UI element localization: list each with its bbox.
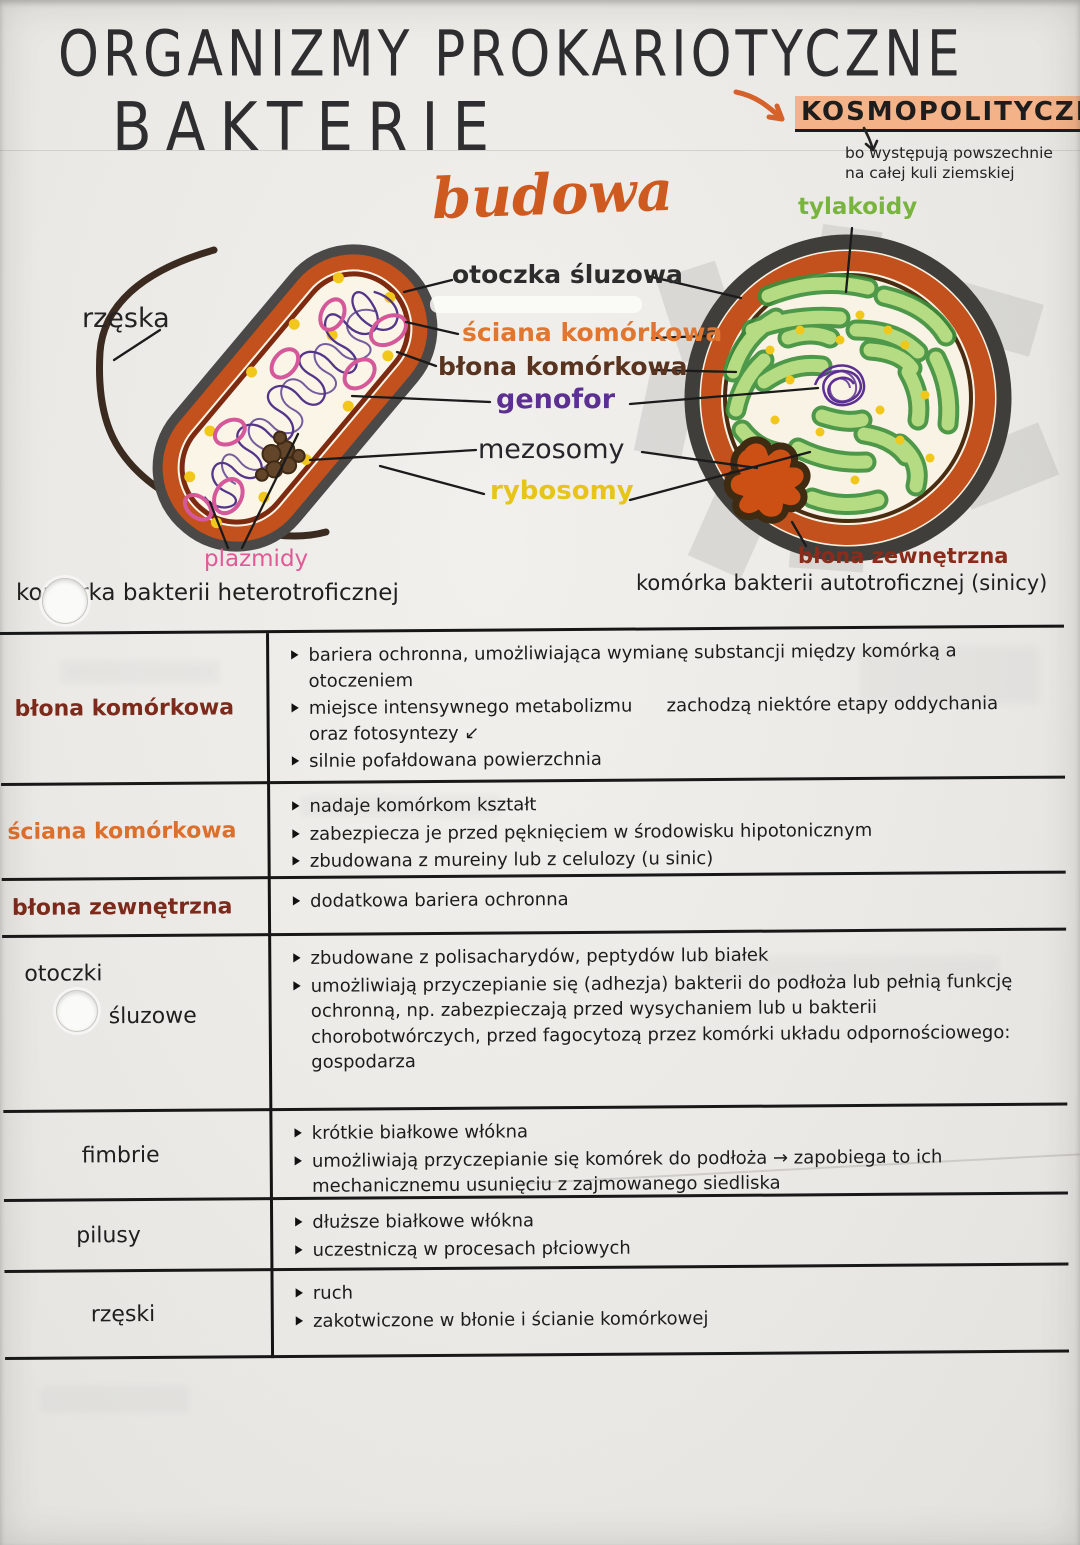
page-title: ORGANIZMY PROKARIOTYCZNE bbox=[58, 18, 964, 92]
bullet-icon: ▶ bbox=[293, 977, 301, 992]
note-point: silnie pofałdowana powierzchnia bbox=[309, 748, 602, 773]
bullet-icon: ▶ bbox=[294, 1152, 303, 1167]
term-sciana-komorkowa: ściana komórkowa bbox=[7, 817, 237, 845]
row-content: ▶ krótkie białkowe włókna ▶ umożliwiają pr… bbox=[269, 1106, 1068, 1198]
row-content: ▶ nadaje komórkom kształt ▶ zabezpiecza je… bbox=[267, 779, 1066, 877]
bullet-icon: ▶ bbox=[292, 797, 300, 812]
plasmid-rings bbox=[182, 297, 408, 522]
bullet-icon: ▶ bbox=[295, 1241, 303, 1256]
left-bacterium bbox=[152, 244, 438, 552]
bacteria-diagram bbox=[95, 89, 1060, 579]
orange-arrow-icon bbox=[733, 89, 785, 122]
bullet-icon: ▶ bbox=[291, 753, 300, 768]
bullet-icon: ▶ bbox=[294, 1124, 302, 1139]
row-content: ▶ ruch ▶ zakotwiczone w błonie i ścianie k… bbox=[270, 1266, 1069, 1356]
row-content: ▶ dodatkowa bariera ochronna bbox=[268, 874, 1066, 934]
note-point: zbudowana z mureiny lub z celulozy (u si… bbox=[309, 848, 714, 872]
genofor-scribble bbox=[813, 364, 866, 407]
faint-rule-line bbox=[0, 150, 1080, 151]
note-point: miejsce intensywnego metabolizmu zachodz… bbox=[308, 693, 1004, 745]
bullet-icon: ▶ bbox=[292, 853, 300, 868]
term-fimbrie: fimbrie bbox=[81, 1142, 160, 1168]
note-point: ruch bbox=[312, 1282, 354, 1304]
label-otoczka-sluzowa: otoczka śluzowa bbox=[452, 260, 683, 289]
note-point: zakotwiczone w błonie i ścianie komórkow… bbox=[312, 1307, 709, 1332]
bleed-through-mark bbox=[860, 645, 1040, 705]
correction-tape bbox=[430, 296, 642, 313]
table-row-blona-zewnetrzna: błona zewnętrzna ▶ dodatkowa bariera ochr… bbox=[1, 873, 1067, 938]
down-arrow-icon bbox=[862, 126, 879, 152]
term-pilusy: pilusy bbox=[76, 1222, 141, 1248]
bleed-through-mark bbox=[700, 955, 1000, 981]
note-point: nadaje komórkom kształt bbox=[309, 794, 537, 817]
bleed-through-mark bbox=[60, 660, 220, 684]
table-row-pilusy: pilusy ▶ dłuższe białkowe włókna ▶ uczestn… bbox=[3, 1194, 1069, 1273]
label-genofor: genofor bbox=[496, 384, 616, 415]
bleed-through-mark bbox=[40, 1385, 190, 1413]
bullet-icon: ▶ bbox=[292, 825, 300, 840]
table-row-otoczki-sluzowe: otoczki śluzowe ▶ zbudowane z polisachary… bbox=[2, 930, 1068, 1113]
note-line: bo występują powszechnie bbox=[845, 144, 1053, 162]
bullet-icon: ▶ bbox=[291, 700, 299, 715]
kosmopolityczne-note: bo występują powszechnie na całej kuli z… bbox=[845, 143, 1053, 183]
bullet-icon: ▶ bbox=[295, 1284, 303, 1299]
note-point: zbudowane z polisacharydów, peptydów lub… bbox=[310, 944, 769, 969]
notes-table: błona komórkowa ▶ bariera ochronna, umożl… bbox=[0, 624, 1070, 1360]
punch-hole bbox=[42, 578, 88, 624]
label-blona-zewnetrzna: błona zewnętrzna bbox=[798, 544, 1009, 568]
caption-autotrophic-cell: komórka bakterii autotroficznej (sinicy) bbox=[636, 571, 1048, 595]
page-subtitle: BAKTERIE bbox=[112, 88, 504, 167]
term-rzeski: rzęski bbox=[90, 1301, 156, 1327]
note-point: umożliwiają przyczepianie się komórek do… bbox=[311, 1145, 949, 1197]
punch-hole bbox=[56, 990, 98, 1032]
label-mezosomy: mezosomy bbox=[478, 434, 625, 465]
bullet-icon: ▶ bbox=[293, 949, 301, 964]
right-bacterium bbox=[684, 234, 1012, 562]
note-point: dodatkowa bariera ochronna bbox=[310, 889, 569, 912]
label-sciana-komorkowa: ściana komórkowa bbox=[462, 318, 723, 347]
mesosome-blob bbox=[254, 430, 306, 482]
connector-lines bbox=[112, 226, 854, 550]
table-row-blona-komorkowa: błona komórkowa ▶ bariera ochronna, umożl… bbox=[0, 627, 1066, 786]
label-tylakoidy: tylakoidy bbox=[798, 194, 918, 220]
note-point: uczestniczą w procesach płciowych bbox=[312, 1237, 631, 1261]
row-content: ▶ zbudowane z polisacharydów, peptydów lu… bbox=[268, 931, 1067, 1109]
table-row-rzeski: rzęski ▶ ruch ▶ zakotwiczone w błonie i śc… bbox=[4, 1265, 1070, 1360]
table-row-fimbrie: fimbrie ▶ krótkie białkowe włókna ▶ umożli… bbox=[3, 1105, 1068, 1202]
note-point: krótkie białkowe włókna bbox=[311, 1121, 529, 1144]
row-content: ▶ bariera ochronna, umożliwiająca wymianę… bbox=[266, 628, 1065, 782]
table-row-sciana-komorkowa: ściana komórkowa ▶ nadaje komórkom kształ… bbox=[1, 778, 1066, 881]
label-rybosomy: rybosomy bbox=[490, 476, 634, 506]
note-point: dłuższe białkowe włókna bbox=[312, 1210, 535, 1233]
term-blona-komorkowa: błona komórkowa bbox=[14, 694, 235, 722]
bleed-through-mark bbox=[300, 795, 500, 817]
thylakoids bbox=[722, 273, 960, 516]
bullet-icon: ▶ bbox=[294, 1213, 303, 1228]
row-content: ▶ dłuższe białkowe włókna ▶ uczestniczą w … bbox=[270, 1195, 1068, 1269]
note-point: zabezpiecza je przed pęknięciem w środow… bbox=[309, 819, 873, 845]
bullet-icon: ▶ bbox=[292, 892, 301, 907]
label-blona-komorkowa: błona komórkowa bbox=[438, 352, 688, 381]
bullet-icon: ▶ bbox=[295, 1312, 304, 1327]
note-line: na całej kuli ziemskiej bbox=[845, 164, 1015, 183]
note-point: bariera ochronna, umożliwiająca wymianę … bbox=[308, 640, 963, 692]
term-blona-zewnetrzna: błona zewnętrzna bbox=[11, 893, 233, 921]
kosmopolityczne-highlight: KOSMOPOLITYCZNE bbox=[795, 96, 1080, 132]
note-point: umożliwiają przyczepianie się (adhezja) … bbox=[310, 970, 1019, 1074]
bullet-icon: ▶ bbox=[291, 646, 299, 661]
mesosome-blob bbox=[723, 436, 811, 524]
label-rzeska: rzęska bbox=[82, 303, 170, 334]
label-plazmidy: plazmidy bbox=[204, 546, 309, 572]
genofor-scribble bbox=[203, 290, 399, 509]
term-otoczki-sluzowe: otoczki śluzowe bbox=[24, 961, 197, 1030]
